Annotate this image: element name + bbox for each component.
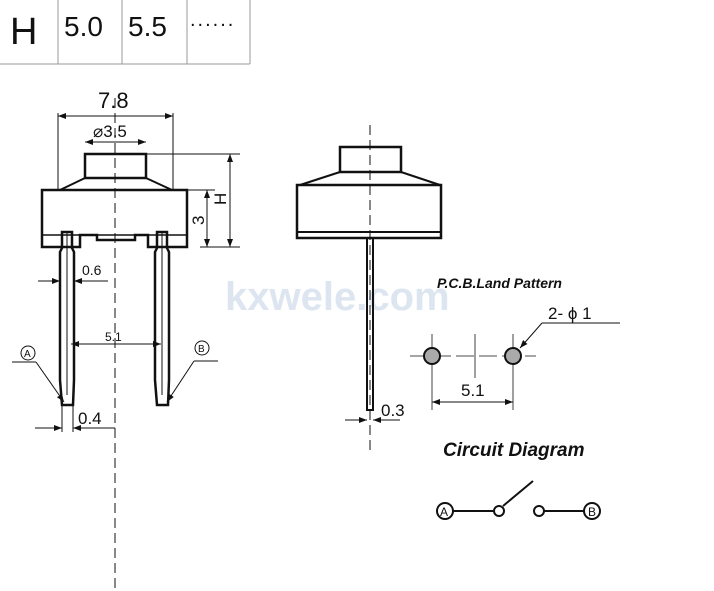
- circuit-diagram: [436, 480, 601, 520]
- pcb-title: P.C.B.Land Pattern: [437, 275, 562, 291]
- terminal-b-label: B: [198, 344, 205, 355]
- hole-diameter-label: 2- ϕ 1: [548, 304, 592, 323]
- table-header-h: H: [10, 11, 37, 53]
- pcb-pitch-dimension: 5.1: [461, 381, 485, 400]
- lead-width-dimension: 0.6: [82, 262, 102, 278]
- pcb-land-pattern: [410, 322, 620, 410]
- lead-thickness-dimension: 0.3: [381, 401, 405, 420]
- circuit-title: Circuit Diagram: [443, 440, 585, 461]
- terminal-a-label: A: [24, 349, 31, 360]
- circuit-terminal-b: B: [588, 505, 596, 519]
- table-value: 5.0: [64, 11, 103, 42]
- pitch-dimension: 5.1: [105, 330, 122, 344]
- side-view: [295, 125, 443, 450]
- front-view: [12, 98, 240, 590]
- height-table: [0, 0, 251, 65]
- button-diameter-dimension: ⌀3.5: [93, 122, 127, 141]
- watermark: kxwele.com: [225, 275, 450, 319]
- width-dimension: 7.8: [98, 88, 129, 113]
- body-height-dimension: 3: [189, 216, 208, 225]
- circuit-terminal-a: A: [440, 505, 448, 519]
- tip-width-dimension: 0.4: [78, 409, 102, 428]
- table-value: 5.5: [128, 11, 167, 42]
- height-dimension: H: [211, 193, 230, 205]
- table-value: ......: [190, 9, 235, 31]
